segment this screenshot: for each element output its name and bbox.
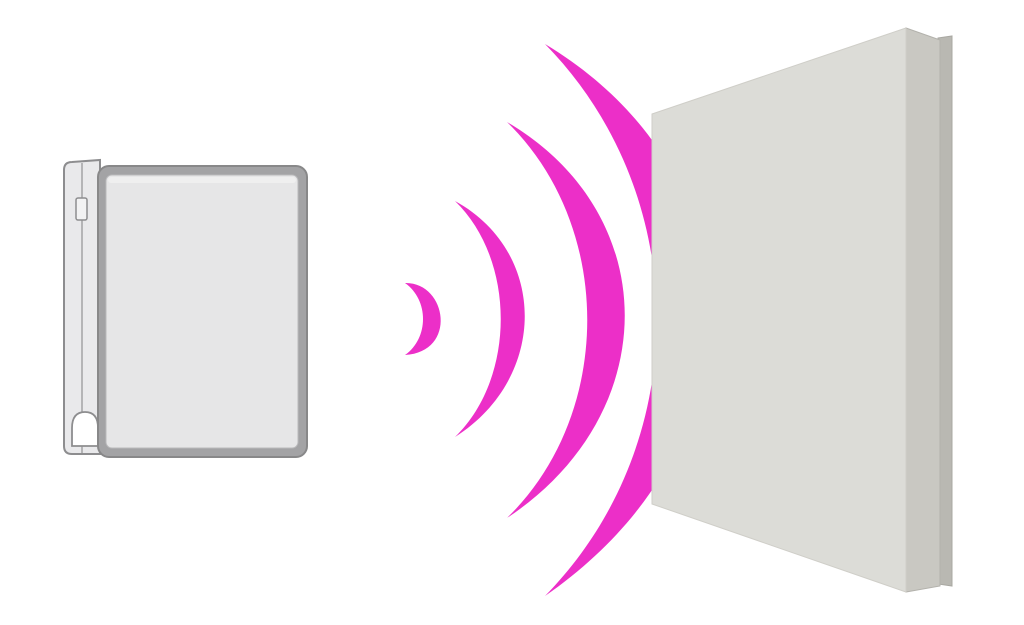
signal-wave-2	[455, 201, 525, 437]
wall-face	[651, 27, 907, 593]
sensor-mount-notch	[71, 411, 99, 447]
sensor-face	[105, 174, 299, 449]
signal-wave-1	[405, 282, 441, 355]
sensor-clip	[75, 197, 88, 221]
sensor-device-icon	[63, 158, 308, 458]
sensor-face-highlight	[108, 177, 296, 183]
signal-wave-3	[507, 122, 625, 518]
wall-side-edge	[905, 27, 941, 593]
wall-panel-icon	[651, 27, 953, 593]
